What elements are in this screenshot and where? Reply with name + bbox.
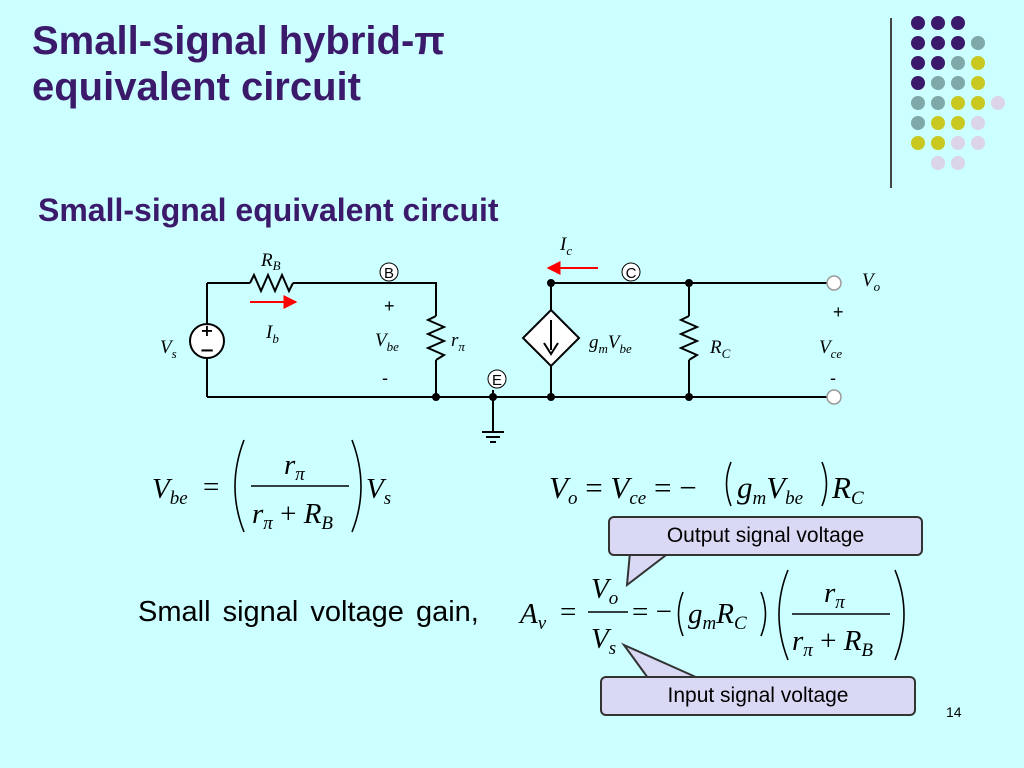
decorative-dot <box>911 36 925 50</box>
decorative-dot <box>931 136 945 150</box>
svg-text:gmVbe: gmVbe <box>737 470 803 509</box>
svg-text:Vo: Vo <box>591 573 618 609</box>
decorative-dot <box>951 36 965 50</box>
decorative-dot <box>931 116 945 130</box>
decorative-dot <box>931 16 945 30</box>
decorative-dot-grid <box>911 16 1005 170</box>
callout-input-signal: Input signal voltage <box>600 676 916 716</box>
decorative-dot <box>971 116 985 130</box>
decorative-dot <box>971 76 985 90</box>
decorative-dot <box>911 116 925 130</box>
gain-label: Small signal voltage gain, <box>138 596 479 628</box>
decorative-dot <box>911 56 925 70</box>
junction-dot <box>547 279 555 287</box>
junction-dot <box>547 393 555 401</box>
title-line-2: equivalent circuit <box>32 65 361 109</box>
output-terminal-bottom <box>826 389 842 405</box>
node-label-b: B <box>384 265 394 282</box>
svg-text:Vs: Vs <box>366 473 391 509</box>
decorative-dot <box>951 116 965 130</box>
decorative-dot <box>971 136 985 150</box>
voltage-source-vs <box>189 323 225 359</box>
vce-minus: - <box>830 368 836 388</box>
decorative-dot <box>931 56 945 70</box>
decorative-dot <box>971 96 985 110</box>
svg-text:−: − <box>199 340 214 361</box>
decorative-dot <box>911 136 925 150</box>
equation-gain: Av = Vo Vs = − gmRC rπ rπ + RB <box>518 569 905 661</box>
decorative-dot <box>911 96 925 110</box>
svg-text:=: = <box>560 596 576 628</box>
decorative-dot <box>951 156 965 170</box>
equation-vo: Vo = Vce = − gmVbe RC <box>549 461 864 509</box>
svg-text:Vbe: Vbe <box>152 473 188 509</box>
decorative-dot <box>931 96 945 110</box>
decorative-dot <box>991 96 1005 110</box>
junction-dot <box>489 393 497 401</box>
resistor-rb <box>249 272 294 294</box>
decorative-dot <box>971 36 985 50</box>
decorative-dot <box>911 76 925 90</box>
junction-dot <box>432 393 440 401</box>
vce-plus: + <box>833 302 844 322</box>
decorative-dot <box>931 156 945 170</box>
svg-text:gmRC: gmRC <box>688 598 747 634</box>
decorative-dot <box>951 96 965 110</box>
decorative-dot <box>951 76 965 90</box>
output-terminal-top <box>826 275 842 291</box>
svg-text:+: + <box>200 321 213 340</box>
title-line-1: Small-signal hybrid-π <box>32 19 445 63</box>
junction-dot <box>685 393 693 401</box>
vbe-minus: - <box>382 368 388 388</box>
callout-output-signal: Output signal voltage <box>608 516 923 556</box>
junction-dot <box>685 279 693 287</box>
decorative-dot <box>951 56 965 70</box>
svg-text:rπ: rπ <box>284 449 305 485</box>
callout-output-pointer <box>625 551 673 588</box>
decorative-dot <box>971 56 985 70</box>
resistor-rc <box>678 315 700 361</box>
page-number: 14 <box>946 704 962 720</box>
decorative-dot <box>911 16 925 30</box>
circuit-diagram: + − B C E RB Ib Ic Vs Vbe rπ gmVbe RC Vo… <box>160 234 881 443</box>
svg-text:rπ + RB: rπ + RB <box>252 498 333 534</box>
node-label-e: E <box>492 372 502 389</box>
svg-text:RC: RC <box>831 470 864 509</box>
decorative-dot <box>931 76 945 90</box>
svg-text:rπ + RB: rπ + RB <box>792 625 873 661</box>
wire-top-mid <box>293 282 437 316</box>
node-label-c: C <box>626 265 637 282</box>
svg-text:Vs: Vs <box>591 623 616 659</box>
equation-vbe: Vbe = rπ rπ + RB Vs <box>152 439 391 534</box>
decorative-dot <box>951 136 965 150</box>
decorative-dot <box>951 16 965 30</box>
slide-subtitle: Small-signal equivalent circuit <box>38 192 499 228</box>
vbe-plus: + <box>384 296 395 316</box>
slide-title: Small-signal hybrid-π equivalent circuit <box>32 18 552 110</box>
svg-text:rπ: rπ <box>824 577 845 613</box>
svg-text:=: = <box>203 471 219 503</box>
decorative-divider <box>890 18 892 188</box>
callout-input-pointer <box>620 642 699 679</box>
svg-text:= −: = − <box>632 596 672 628</box>
resistor-rpi <box>425 315 447 361</box>
decorative-dot <box>931 36 945 50</box>
svg-text:Av: Av <box>518 598 547 634</box>
svg-text:Vo = Vce = −: Vo = Vce = − <box>549 470 697 509</box>
